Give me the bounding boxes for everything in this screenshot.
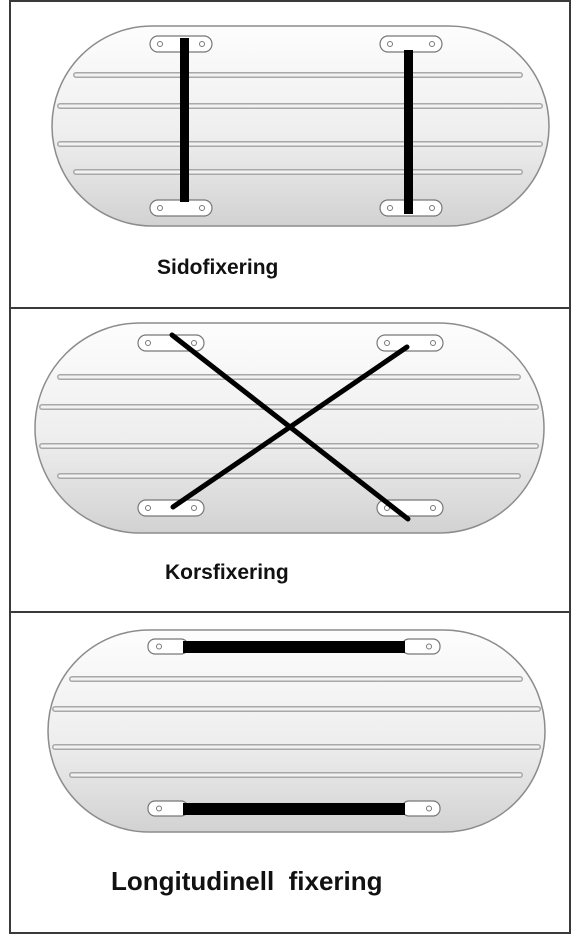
figure-frame: [9, 0, 571, 934]
bracket-icon: [401, 638, 441, 655]
bracket-icon: [147, 638, 189, 655]
bracket-icon: [149, 199, 213, 217]
longitudinal-fixation-diagram: [47, 629, 546, 833]
bracket-icon: [376, 334, 444, 352]
bracket-icon: [137, 334, 205, 352]
plate-rails-highlight: [58, 73, 542, 174]
caption-side-fixation: Sidofixering: [157, 256, 279, 279]
caption-cross-fixation: Korsfixering: [165, 561, 289, 584]
panel-divider-1: [9, 307, 571, 309]
plate-rails-highlight: [40, 375, 538, 478]
plate-icon: [51, 25, 550, 227]
strap-bottom: [183, 803, 405, 815]
strap-top: [183, 641, 405, 653]
strap-cross-b: [170, 344, 410, 510]
strap-right: [404, 50, 413, 214]
panel-divider-2: [9, 611, 571, 613]
side-fixation-diagram: [51, 25, 550, 227]
strap-left: [180, 38, 189, 202]
bracket-icon: [147, 800, 189, 817]
bracket-icon: [376, 499, 444, 517]
bracket-icon: [379, 35, 443, 53]
plate-rails-highlight: [53, 677, 540, 777]
caption-longitudinal-fixation: Longitudinell fixering: [111, 866, 383, 896]
cross-fixation-diagram: [34, 322, 545, 534]
plate-icon: [47, 629, 546, 833]
bracket-icon: [401, 800, 441, 817]
